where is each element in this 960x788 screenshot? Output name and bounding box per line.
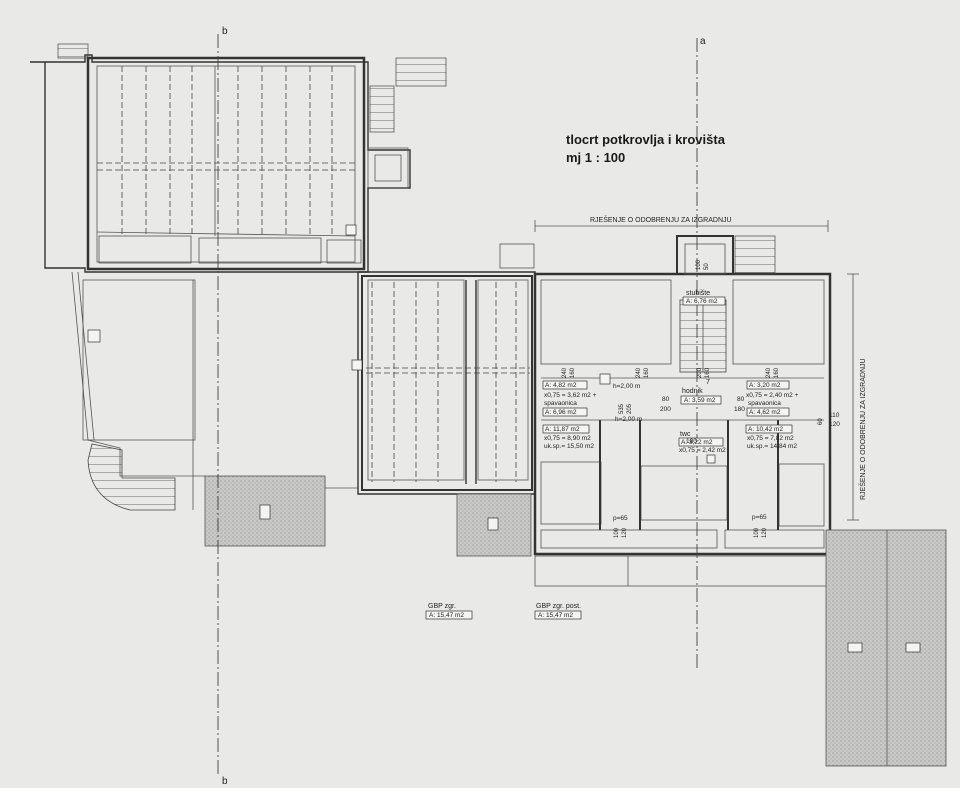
- svg-text:A: 3,22 m2: A: 3,22 m2: [681, 439, 713, 446]
- svg-text:535: 535: [619, 403, 625, 414]
- svg-text:240: 240: [766, 367, 772, 378]
- svg-text:100: 100: [614, 527, 620, 538]
- section-axis-a: a: [696, 36, 706, 670]
- svg-text:120: 120: [762, 527, 768, 538]
- svg-text:spavaonica: spavaonica: [544, 400, 577, 407]
- svg-text:A: 15,47 m2: A: 15,47 m2: [429, 612, 464, 619]
- svg-text:205: 205: [627, 403, 633, 414]
- svg-text:A: 10,42 m2: A: 10,42 m2: [748, 426, 783, 433]
- room-left-bottom: A: 11,87 m2 x0,75 = 8,90 m2 uk.sp.= 15,5…: [542, 424, 594, 450]
- upper-left-roof: [30, 43, 447, 273]
- dimension-labels: h=2,00 m h=2,00 m 240 160 240 160 200 16…: [562, 259, 840, 538]
- svg-text:A: 3,20 m2: A: 3,20 m2: [749, 382, 781, 389]
- svg-text:x0,75 = 2,42 m2: x0,75 = 2,42 m2: [679, 447, 726, 454]
- svg-text:180: 180: [686, 438, 697, 445]
- svg-text:uk.sp.= 14,84 m2: uk.sp.= 14,84 m2: [747, 443, 797, 450]
- svg-text:RJEŠENJE O ODOBRENJU ZA IZGRAD: RJEŠENJE O ODOBRENJU ZA IZGRADNJU: [858, 358, 867, 500]
- svg-text:80: 80: [662, 396, 670, 403]
- svg-text:80: 80: [737, 396, 745, 403]
- lower-left-terrace: [71, 271, 358, 547]
- svg-text:240: 240: [562, 367, 568, 378]
- svg-text:160: 160: [774, 367, 780, 378]
- svg-text:100: 100: [754, 527, 760, 538]
- svg-text:stubište: stubište: [686, 290, 710, 297]
- section-axis-b: b b: [217, 26, 228, 787]
- svg-text:160: 160: [705, 367, 711, 378]
- svg-text:hodnik: hodnik: [682, 388, 703, 395]
- approval-top: RJEŠENJE O ODOBRENJU ZA IZGRADNJU: [534, 215, 829, 232]
- svg-text:A: 4,62 m2: A: 4,62 m2: [749, 409, 781, 416]
- svg-text:a: a: [700, 36, 706, 47]
- svg-text:x0,75 = 8,90 m2: x0,75 = 8,90 m2: [544, 435, 591, 442]
- svg-text:h=2,00 m: h=2,00 m: [613, 383, 640, 390]
- svg-text:p=65: p=65: [613, 515, 628, 522]
- svg-text:A: 6,96 m2: A: 6,96 m2: [545, 409, 577, 416]
- room-twc: twc A: 3,22 m2 x0,75 = 2,42 m2: [678, 431, 726, 454]
- svg-text:A: 3,59 m2: A: 3,59 m2: [684, 397, 716, 404]
- svg-text:200: 200: [697, 367, 703, 378]
- svg-text:A: 11,87 m2: A: 11,87 m2: [545, 426, 580, 433]
- svg-text:uk.sp.= 15,50 m2: uk.sp.= 15,50 m2: [544, 443, 594, 450]
- svg-text:160: 160: [570, 367, 576, 378]
- svg-text:110: 110: [829, 412, 840, 419]
- room-right-top: A: 3,20 m2 x0,75 = 2,40 m2 + spavaonica …: [746, 380, 799, 417]
- svg-text:tlocrt potkrovlja i krovišta: tlocrt potkrovlja i krovišta: [566, 132, 726, 147]
- approval-side: RJEŠENJE O ODOBRENJU ZA IZGRADNJU: [847, 273, 867, 521]
- svg-text:x0,75 = 3,62 m2 +: x0,75 = 3,62 m2 +: [544, 392, 597, 399]
- svg-text:200: 200: [660, 406, 671, 413]
- svg-text:h=2,00 m: h=2,00 m: [615, 416, 642, 423]
- svg-text:240: 240: [636, 367, 642, 378]
- svg-text:p=65: p=65: [752, 514, 767, 521]
- svg-text:x0,75 = 2,40 m2 +: x0,75 = 2,40 m2 +: [746, 392, 799, 399]
- svg-text:GBP zgr.: GBP zgr.: [428, 603, 456, 610]
- room-left-top: A: 4,82 m2 x0,75 = 3,62 m2 + spavaonica …: [542, 380, 597, 417]
- gbp-building: GBP zgr. A: 15,47 m2: [425, 603, 473, 620]
- plan-title: tlocrt potkrovlja i krovišta mj 1 : 100: [566, 132, 726, 165]
- room-right-bottom: A: 10,42 m2 x0,75 = 7,82 m2 uk.sp.= 14,8…: [745, 424, 797, 450]
- svg-text:A: 6,76 m2: A: 6,76 m2: [686, 298, 718, 305]
- svg-text:b: b: [222, 26, 228, 37]
- svg-text:7: 7: [706, 379, 710, 386]
- room-hodnik: hodnik A: 3,59 m2: [680, 388, 722, 405]
- svg-text:mj 1 : 100: mj 1 : 100: [566, 150, 625, 165]
- room-stubiste: stubište A: 6,76 m2: [682, 290, 726, 306]
- svg-text:180: 180: [734, 406, 745, 413]
- svg-text:A: 4,82 m2: A: 4,82 m2: [545, 382, 577, 389]
- svg-text:50: 50: [704, 263, 710, 270]
- svg-text:GBP zgr. post.: GBP zgr. post.: [536, 603, 581, 610]
- svg-text:spavaonica: spavaonica: [748, 400, 781, 407]
- right-apartment: [533, 235, 947, 767]
- svg-text:100: 100: [696, 259, 702, 270]
- svg-text:160: 160: [644, 367, 650, 378]
- center-roof: [351, 243, 536, 557]
- svg-text:A: 15,47 m2: A: 15,47 m2: [538, 612, 573, 619]
- svg-text:RJEŠENJE O ODOBRENJU ZA IZGRAD: RJEŠENJE O ODOBRENJU ZA IZGRADNJU: [590, 215, 732, 224]
- svg-text:twc: twc: [680, 431, 691, 438]
- gbp-building-post: GBP zgr. post. A: 15,47 m2: [534, 603, 582, 620]
- svg-text:120: 120: [829, 421, 840, 428]
- svg-text:b: b: [222, 776, 228, 787]
- svg-text:x0,75 = 7,82 m2: x0,75 = 7,82 m2: [747, 435, 794, 442]
- svg-text:120: 120: [622, 527, 628, 538]
- svg-text:60: 60: [818, 418, 824, 425]
